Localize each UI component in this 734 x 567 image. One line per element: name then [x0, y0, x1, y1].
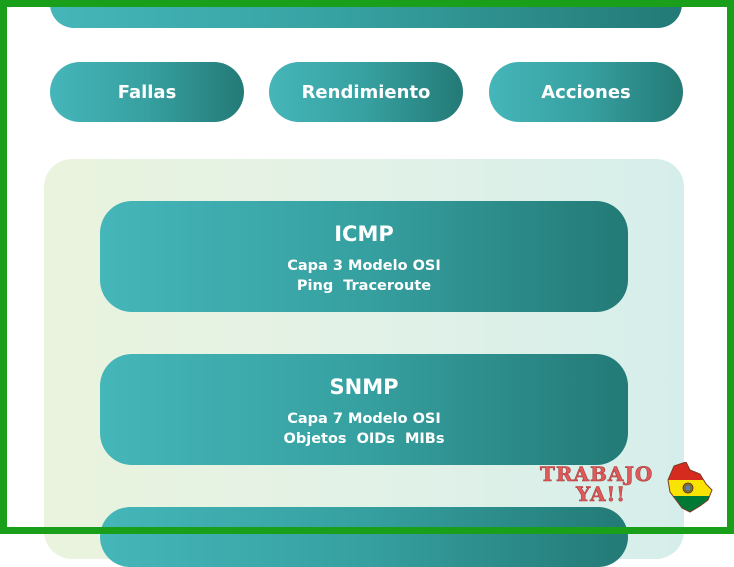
rendimiento-button[interactable]: Rendimiento	[269, 62, 463, 122]
card-subtitle: Capa 7 Modelo OSI	[287, 411, 441, 427]
snmp-card: SNMP Capa 7 Modelo OSI Objetos OIDs MIBs	[100, 354, 628, 465]
fallas-button[interactable]: Fallas	[50, 62, 244, 122]
card-title: ICMP	[334, 222, 394, 246]
card-item: Objetos	[283, 431, 347, 447]
fallas-label: Fallas	[117, 81, 177, 103]
acciones-button[interactable]: Acciones	[489, 62, 683, 122]
rendimiento-label: Rendimiento	[301, 81, 431, 103]
watermark-line2: YA!!	[576, 482, 627, 507]
watermark-line1: TRABAJO	[540, 462, 654, 487]
card-items: Ping Traceroute	[100, 276, 628, 296]
acciones-label: Acciones	[541, 81, 631, 103]
bolivia-map-flag-icon	[667, 462, 713, 513]
card-subtitle: Capa 3 Modelo OSI	[287, 258, 441, 274]
card-items: Objetos OIDs MIBs	[100, 429, 628, 449]
card-item: Ping	[296, 278, 334, 294]
top-bar	[50, 0, 682, 28]
card-title: SNMP	[329, 375, 399, 399]
card-item: MIBs	[404, 431, 445, 447]
watermark-logo: TRABAJO YA!!	[540, 462, 720, 518]
icmp-card: ICMP Capa 3 Modelo OSI Ping Traceroute	[100, 201, 628, 312]
card-item: OIDs	[356, 431, 395, 447]
card-item: Traceroute	[343, 278, 432, 294]
